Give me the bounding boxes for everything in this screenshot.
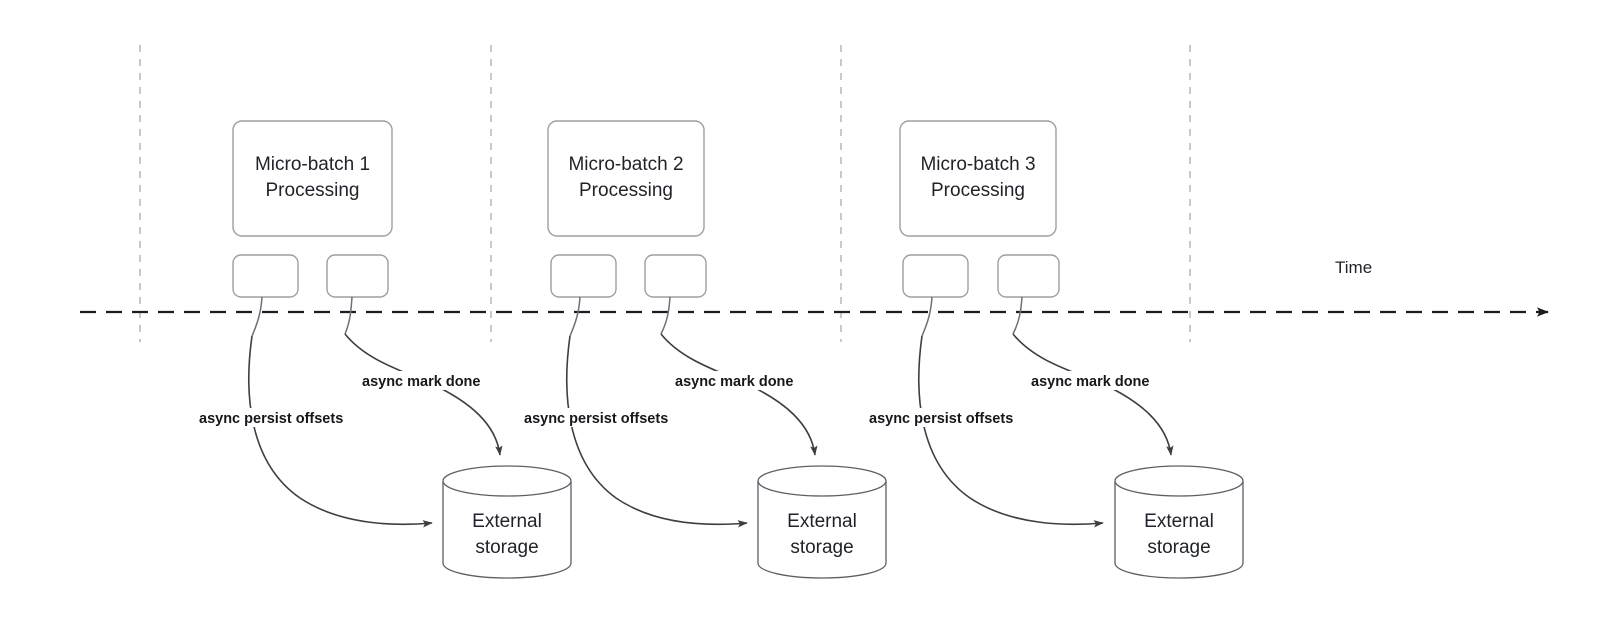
edge-label-async-mark-done-2-text: async mark done xyxy=(675,374,793,390)
micro-batch-group-1: Micro-batch 1 Processing async mark done… xyxy=(196,120,572,579)
time-axis-label: Time xyxy=(1335,258,1372,277)
external-storage-3-top xyxy=(1114,465,1244,497)
external-storage-1-top xyxy=(442,465,572,497)
micro-batch-1-label-line2: Processing xyxy=(266,180,360,201)
edge-label-async-persist-offsets-1: async persist offsets xyxy=(196,408,374,427)
micro-batch-1-label-line1: Micro-batch 1 xyxy=(255,154,370,175)
external-storage-2-top xyxy=(757,465,887,497)
edge-label-async-persist-offsets-2: async persist offsets xyxy=(521,408,699,427)
edge-label-async-mark-done-3: async mark done xyxy=(1028,371,1170,390)
edge-async-mark-done-1[interactable] xyxy=(344,333,503,456)
edge-label-async-mark-done-3-text: async mark done xyxy=(1031,374,1149,390)
external-storage-3-label-line1: External xyxy=(1144,511,1214,532)
edge-label-async-persist-offsets-1-text: async persist offsets xyxy=(199,411,343,427)
edge-async-mark-done-3[interactable] xyxy=(1012,333,1174,456)
micro-batch-2-label-line1: Micro-batch 2 xyxy=(568,154,683,175)
external-storage-1[interactable]: External storage xyxy=(442,465,572,579)
edge-label-async-mark-done-2: async mark done xyxy=(672,371,814,390)
micro-batch-2-task-box-left[interactable] xyxy=(550,254,617,298)
micro-batch-3-label-line1: Micro-batch 3 xyxy=(920,154,1035,175)
external-storage-2-label-line2: storage xyxy=(790,537,853,558)
external-storage-3-body xyxy=(1114,481,1244,579)
edge-label-async-mark-done-1-text: async mark done xyxy=(362,374,480,390)
time-axis: Time xyxy=(80,258,1549,317)
micro-batch-2-stem-left xyxy=(569,296,581,337)
micro-batch-1-processing-box[interactable]: Micro-batch 1 Processing xyxy=(232,120,393,237)
micro-batch-2-task-box-right[interactable] xyxy=(644,254,707,298)
micro-batch-1-task-box-left[interactable] xyxy=(232,254,299,298)
edge-async-persist-offsets-3[interactable] xyxy=(918,335,1104,528)
micro-batch-1-task-box-right[interactable] xyxy=(326,254,389,298)
micro-batch-1-box-shape xyxy=(232,120,393,237)
micro-batch-3-processing-box[interactable]: Micro-batch 3 Processing xyxy=(899,120,1057,237)
micro-batch-3-label-line2: Processing xyxy=(931,180,1025,201)
micro-batch-2-box-shape xyxy=(547,120,705,237)
micro-batch-group-3: Micro-batch 3 Processing async mark done… xyxy=(866,120,1244,579)
micro-batch-2-stem-right xyxy=(660,296,671,335)
external-storage-2-label-line1: External xyxy=(787,511,857,532)
edge-label-async-persist-offsets-2-text: async persist offsets xyxy=(524,411,668,427)
micro-batch-3-box-shape xyxy=(899,120,1057,237)
micro-batch-group-2: Micro-batch 2 Processing async mark done… xyxy=(521,120,887,579)
edge-label-async-persist-offsets-3: async persist offsets xyxy=(866,408,1044,427)
micro-batch-3-stem-right xyxy=(1012,296,1023,335)
edge-async-persist-offsets-2[interactable] xyxy=(566,335,748,528)
micro-batch-2-label-line2: Processing xyxy=(579,180,673,201)
micro-batch-1-stem-left xyxy=(251,296,263,337)
micro-batch-2-processing-box[interactable]: Micro-batch 2 Processing xyxy=(547,120,705,237)
micro-batch-3-stem-left xyxy=(921,296,933,337)
external-storage-1-body xyxy=(442,481,572,579)
edge-async-persist-offsets-1[interactable] xyxy=(248,335,433,528)
external-storage-2-body xyxy=(757,481,887,579)
external-storage-3[interactable]: External storage xyxy=(1114,465,1244,579)
edge-label-async-persist-offsets-3-text: async persist offsets xyxy=(869,411,1013,427)
edge-label-async-mark-done-1: async mark done xyxy=(359,371,501,390)
edge-async-mark-done-2[interactable] xyxy=(660,333,818,456)
micro-batch-1-stem-right xyxy=(344,296,353,335)
external-storage-3-label-line2: storage xyxy=(1147,537,1210,558)
micro-batch-3-task-box-left[interactable] xyxy=(902,254,969,298)
micro-batch-3-task-box-right[interactable] xyxy=(997,254,1060,298)
external-storage-2[interactable]: External storage xyxy=(757,465,887,579)
external-storage-1-label-line2: storage xyxy=(475,537,538,558)
external-storage-1-label-line1: External xyxy=(472,511,542,532)
